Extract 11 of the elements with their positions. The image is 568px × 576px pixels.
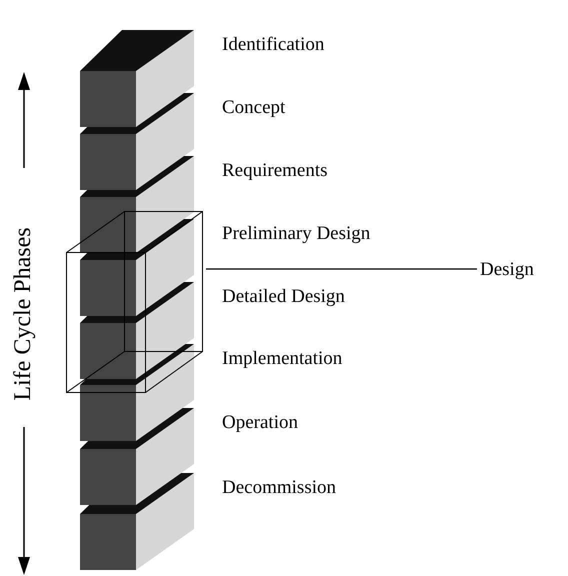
phase-label: Concept — [222, 97, 286, 119]
axis-label: Life Cycle Phases — [9, 226, 37, 403]
leader-line — [206, 268, 477, 270]
phase-label: Preliminary Design — [222, 223, 370, 245]
phase-label: Operation — [222, 412, 298, 434]
phase-label: Decommission — [222, 477, 336, 499]
phase-label: Identification — [222, 34, 324, 56]
group-label: Design — [480, 259, 534, 281]
phase-label: Requirements — [222, 160, 328, 182]
phase-label: Detailed Design — [222, 286, 345, 308]
phase-label: Implementation — [222, 348, 342, 370]
